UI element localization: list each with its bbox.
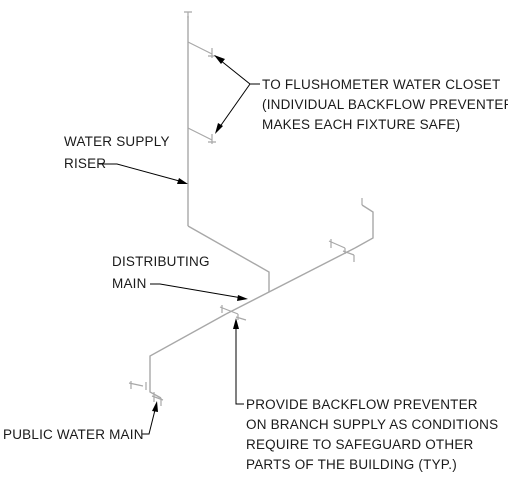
riser-leader (99, 163, 184, 183)
flushometer-arrow-lower (215, 123, 223, 134)
riser-label-line1: WATER SUPPLY (64, 134, 170, 149)
flushometer-arrow-upper (214, 55, 225, 64)
branch-label-line3: REQUIRE TO SAFEGUARD OTHER (246, 437, 474, 452)
backflow-leader (235, 324, 244, 405)
flushometer-label-line3: MAKES EACH FIXTURE SAFE) (262, 117, 460, 132)
flushometer-label-line2: (INDIVIDUAL BACKFLOW PREVENTER (262, 97, 508, 112)
flushometer-label-line1: TO FLUSHOMETER WATER CLOSET (262, 77, 500, 92)
public-main-fitting (128, 381, 164, 406)
public-main-arrow (152, 401, 158, 412)
riser-arrow (177, 178, 188, 184)
branch-label-line2: ON BRANCH SUPPLY AS CONDITIONS (246, 417, 498, 432)
backflow-arrow (233, 318, 239, 329)
distributing-main (225, 247, 356, 315)
flushometer-leader-2 (218, 83, 251, 129)
riser-label-line2: RISER (64, 156, 106, 171)
service-pipe (149, 313, 227, 399)
flushometer-branch-lower (187, 127, 216, 144)
public-main-leader (142, 405, 157, 435)
upper-backflow-preventer (328, 239, 355, 262)
branch-label-line4: PARTS OF THE BUILDING (TYP.) (246, 457, 457, 472)
flushometer-branch-upper (187, 41, 216, 58)
public-main-label: PUBLIC WATER MAIN (3, 427, 144, 442)
distributing-label-line2: MAIN (112, 276, 147, 291)
distributing-arrow (237, 295, 248, 301)
piping (128, 11, 374, 406)
text-labels: TO FLUSHOMETER WATER CLOSET (INDIVIDUAL … (3, 77, 508, 472)
distributing-label-line1: DISTRIBUTING (112, 254, 210, 269)
lower-backflow-preventer (219, 305, 247, 321)
distributing-leader (150, 283, 243, 299)
flushometer-leader (219, 59, 260, 85)
riser-offset (187, 225, 270, 292)
branch-label-line1: PROVIDE BACKFLOW PREVENTER (246, 397, 478, 412)
leaders (99, 55, 260, 435)
upper-branch (354, 204, 374, 249)
